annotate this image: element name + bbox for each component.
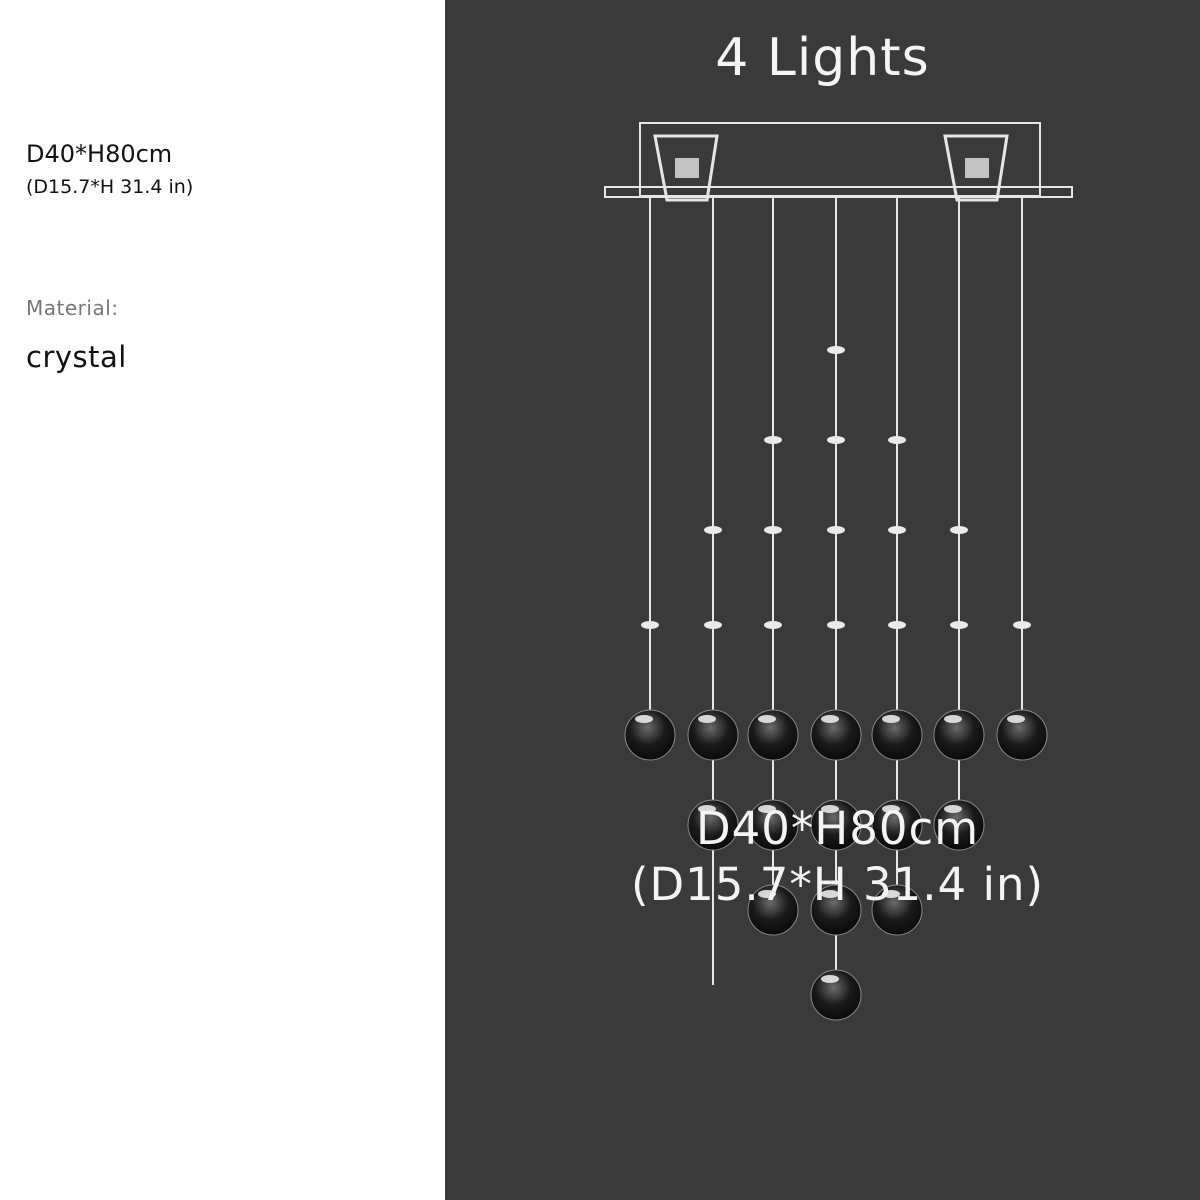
product-size-cm: D40*H80cm (695, 802, 980, 855)
crystal-ball (933, 799, 985, 851)
crystal-highlight (821, 975, 839, 983)
crystal-highlight (882, 715, 900, 723)
crystal-ball (871, 799, 923, 851)
crystal-ball (810, 799, 862, 851)
crystal-bead (950, 526, 968, 534)
crystal-bead (827, 621, 845, 629)
crystal-ball (687, 709, 739, 761)
crystal-ball (747, 884, 799, 936)
crystal-bead (641, 621, 659, 629)
specs-panel: D40*H80cm (D15.7*H 31.4 in) Material: cr… (0, 0, 445, 1200)
crystal-highlight (882, 890, 900, 898)
crystal-highlight (758, 715, 776, 723)
crystal-ball (810, 884, 862, 936)
crystal-ball (871, 709, 923, 761)
crystal-bead (704, 621, 722, 629)
crystal-highlight (758, 890, 776, 898)
crystal-ball (810, 709, 862, 761)
crystal-bead (827, 526, 845, 534)
spec-size-in: (D15.7*H 31.4 in) (26, 176, 194, 198)
crystal-bead (888, 621, 906, 629)
crystal-bead (764, 621, 782, 629)
crystal-ball (747, 799, 799, 851)
spotlight-left (653, 134, 719, 202)
crystal-highlight (944, 715, 962, 723)
product-size-in: (D15.7*H 31.4 in) (630, 858, 1045, 911)
crystal-ball (996, 709, 1048, 761)
ceiling-canopy (604, 122, 1073, 202)
crystal-highlight (758, 805, 776, 813)
spec-size-cm: D40*H80cm (26, 140, 173, 168)
crystal-ball (624, 709, 676, 761)
crystal-highlight (698, 805, 716, 813)
crystal-bead (888, 436, 906, 444)
chandelier-drawing (604, 122, 1073, 1021)
crystal-highlight (698, 715, 716, 723)
crystal-bead (827, 436, 845, 444)
crystal-highlight (821, 890, 839, 898)
crystal-ball (871, 884, 923, 936)
crystal-highlight (635, 715, 653, 723)
crystal-strands (624, 197, 1048, 1021)
crystal-highlight (1007, 715, 1025, 723)
crystal-ball (933, 709, 985, 761)
crystal-bead (704, 526, 722, 534)
crystal-bead (827, 346, 845, 354)
crystal-bead (764, 436, 782, 444)
product-image-panel: 4 Lights D40*H80cm (D15.7*H 31.4 in) (445, 0, 1200, 1200)
crystal-bead (1013, 621, 1031, 629)
crystal-ball (810, 969, 862, 1021)
crystal-highlight (882, 805, 900, 813)
crystal-highlight (821, 715, 839, 723)
crystal-bead (888, 526, 906, 534)
crystal-ball (687, 799, 739, 851)
spotlight-right (943, 134, 1009, 202)
material-value: crystal (26, 340, 127, 374)
crystal-bead (950, 621, 968, 629)
material-label: Material: (26, 296, 119, 320)
crystal-highlight (944, 805, 962, 813)
crystal-highlight (821, 805, 839, 813)
crystal-ball (747, 709, 799, 761)
crystal-bead (764, 526, 782, 534)
lights-count-title: 4 Lights (715, 28, 930, 88)
